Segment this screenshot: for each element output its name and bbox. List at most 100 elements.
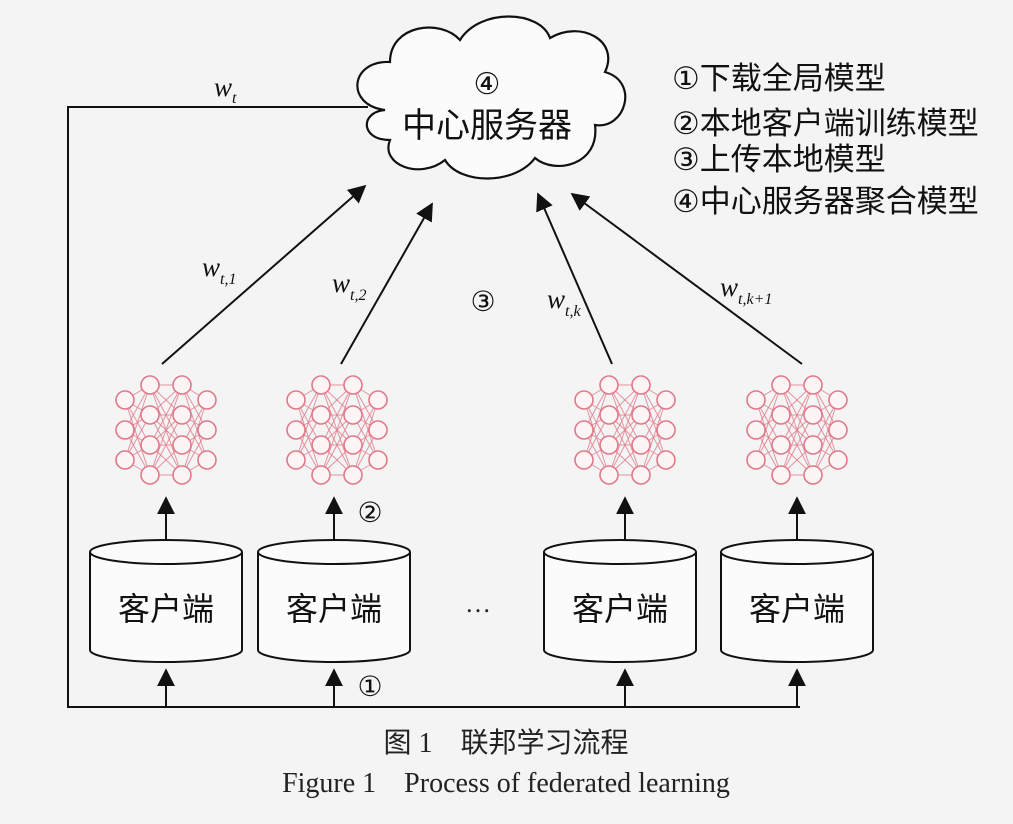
network-node	[803, 375, 823, 395]
network-node	[574, 390, 594, 410]
upload-arrow-k	[536, 192, 613, 365]
network-node	[746, 420, 766, 440]
network-node	[197, 450, 217, 470]
network-node	[343, 375, 363, 395]
database-body	[720, 552, 874, 663]
upload-arrows	[161, 184, 803, 365]
network-node	[343, 405, 363, 425]
network-node	[656, 390, 676, 410]
network-node	[574, 450, 594, 470]
network-node	[140, 375, 160, 395]
network-connections	[295, 384, 379, 476]
network-connections	[124, 384, 208, 476]
network-node	[286, 390, 306, 410]
legend-item-2: ②本地客户端训练模型	[672, 106, 979, 142]
server-label: 中心服务器	[402, 106, 572, 146]
network-connections	[755, 384, 839, 476]
network-node	[311, 465, 331, 485]
client-label-k1: 客户端	[749, 590, 845, 628]
network-node	[197, 420, 217, 440]
network-node	[631, 435, 651, 455]
client-label-2: 客户端	[286, 590, 382, 628]
database-top	[720, 539, 874, 565]
download-step-number: ①	[357, 670, 382, 703]
upload-arrow-k1	[570, 192, 803, 365]
network-node	[599, 435, 619, 455]
network-node	[828, 390, 848, 410]
network-node	[803, 435, 823, 455]
global-loop-line	[67, 106, 800, 708]
neural-network-2	[286, 375, 388, 485]
network-node	[172, 465, 192, 485]
network-node	[140, 435, 160, 455]
neural-network-k1	[746, 375, 848, 485]
legend-item-3: ③上传本地模型	[672, 142, 886, 178]
network-node	[172, 405, 192, 425]
upload-step-number: ③	[470, 285, 495, 318]
network-node	[828, 450, 848, 470]
client-database-2	[257, 539, 411, 663]
client-label-k: 客户端	[572, 590, 668, 628]
network-node	[771, 375, 791, 395]
upload-weight-1: wt,1	[202, 252, 236, 288]
network-node	[368, 390, 388, 410]
network-node	[172, 435, 192, 455]
network-node	[115, 390, 135, 410]
database-top	[257, 539, 411, 565]
database-body	[543, 552, 697, 663]
network-node	[599, 375, 619, 395]
network-node	[311, 435, 331, 455]
client-label-1: 客户端	[118, 590, 214, 628]
network-node	[803, 465, 823, 485]
legend-item-4: ④中心服务器聚合模型	[672, 184, 979, 220]
network-node	[803, 405, 823, 425]
central-server-cloud: ④ 中心服务器	[356, 15, 627, 180]
cloud-shape	[356, 15, 627, 180]
network-node	[286, 420, 306, 440]
database-body	[257, 552, 411, 663]
client-database-k	[543, 539, 697, 663]
network-node	[115, 450, 135, 470]
network-node	[631, 375, 651, 395]
network-node	[631, 465, 651, 485]
caption-chinese: 图 1 联邦学习流程	[383, 727, 628, 759]
network-node	[311, 375, 331, 395]
network-node	[343, 435, 363, 455]
database-body	[89, 552, 243, 663]
network-node	[771, 465, 791, 485]
global-model-loop	[67, 106, 800, 708]
network-node	[746, 390, 766, 410]
caption-english: Figure 1 Process of federated learning	[282, 768, 730, 799]
network-node	[140, 465, 160, 485]
network-node	[574, 420, 594, 440]
neural-network-k	[574, 375, 676, 485]
network-node	[771, 435, 791, 455]
neural-network-1	[115, 375, 217, 485]
network-node	[311, 405, 331, 425]
network-node	[656, 420, 676, 440]
legend-item-1: ①下载全局模型	[672, 61, 886, 97]
server-step-number: ④	[474, 67, 501, 102]
network-node	[599, 465, 619, 485]
network-node	[115, 420, 135, 440]
legend: ①下载全局模型 ②本地客户端训练模型 ③上传本地模型 ④中心服务器聚合模型	[672, 61, 979, 220]
network-node	[197, 390, 217, 410]
clients-ellipsis: …	[465, 589, 491, 618]
network-node	[631, 405, 651, 425]
client-database-1	[89, 539, 243, 663]
upload-weight-k: wt,k	[547, 284, 581, 320]
global-weight-label: wt	[214, 72, 237, 107]
upload-weight-k1: wt,k+1	[720, 272, 772, 308]
network-node	[140, 405, 160, 425]
network-node	[368, 450, 388, 470]
network-node	[599, 405, 619, 425]
upload-arrow-2	[340, 202, 433, 365]
network-connections	[583, 384, 667, 476]
network-node	[771, 405, 791, 425]
download-arrows	[157, 668, 806, 707]
client-database-k1	[720, 539, 874, 663]
train-step-number: ②	[357, 496, 382, 529]
network-node	[172, 375, 192, 395]
network-node	[343, 465, 363, 485]
